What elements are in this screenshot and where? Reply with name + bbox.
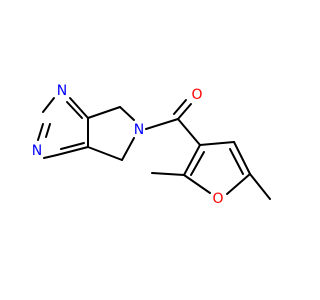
bond-c2-n3 bbox=[37, 123, 44, 141]
bond-carbonyl-c3 bbox=[177, 118, 201, 146]
atom-labels: N N N O O bbox=[32, 83, 224, 207]
bond-c5-c4a bbox=[87, 146, 123, 161]
bond-c4-c5 bbox=[233, 141, 251, 175]
atom-n-pyrimidine-top: N bbox=[57, 83, 67, 99]
bond-n6-c5 bbox=[121, 137, 135, 161]
bond-o-furan-c2 bbox=[183, 174, 211, 194]
atom-n-pyrimidine-left: N bbox=[32, 143, 42, 159]
molecule-drawing: N N N O O bbox=[32, 83, 271, 207]
atom-n-pyrroline-symbol: N bbox=[134, 122, 144, 138]
bond-c4-c5-inner bbox=[229, 148, 244, 175]
atom-n-pyrimidine-left-symbol: N bbox=[32, 143, 42, 159]
bond-c7a-n1-inner bbox=[66, 101, 83, 119]
bond-c7a-n1 bbox=[69, 97, 89, 119]
atom-o-carbonyl-symbol: O bbox=[191, 87, 202, 103]
bond-n1-c2 bbox=[42, 97, 55, 113]
atom-o-furan-symbol: O bbox=[212, 191, 223, 207]
bond-c-o-carbonyl bbox=[177, 103, 192, 120]
bond-c7a-c7 bbox=[87, 106, 121, 119]
atom-n-pyrroline: N bbox=[134, 122, 144, 138]
bonds bbox=[37, 97, 271, 200]
atom-o-carbonyl: O bbox=[191, 87, 202, 103]
bond-n3-c4 bbox=[43, 154, 58, 159]
atom-o-furan: O bbox=[212, 191, 223, 207]
bond-c2-n3-inner bbox=[45, 123, 51, 138]
structure-canvas: N N N O O bbox=[31, 83, 271, 207]
bond-c4-c4a bbox=[56, 146, 89, 156]
bond-c2-c3 bbox=[183, 144, 201, 176]
atom-n-pyrimidine-top-symbol: N bbox=[57, 83, 67, 99]
bond-c4-c4a-inner bbox=[60, 142, 85, 150]
bond-c2-c3-inner bbox=[190, 151, 205, 176]
bond-c7-n6 bbox=[119, 106, 135, 121]
bond-c5-o-furan bbox=[226, 173, 251, 195]
bond-c-o-carbonyl-inner bbox=[173, 99, 187, 115]
bond-c5-methyl bbox=[249, 173, 271, 200]
bond-c3-c4 bbox=[199, 141, 235, 146]
bond-n6-c-carbonyl bbox=[145, 118, 179, 130]
bond-c2-methyl bbox=[151, 172, 185, 176]
